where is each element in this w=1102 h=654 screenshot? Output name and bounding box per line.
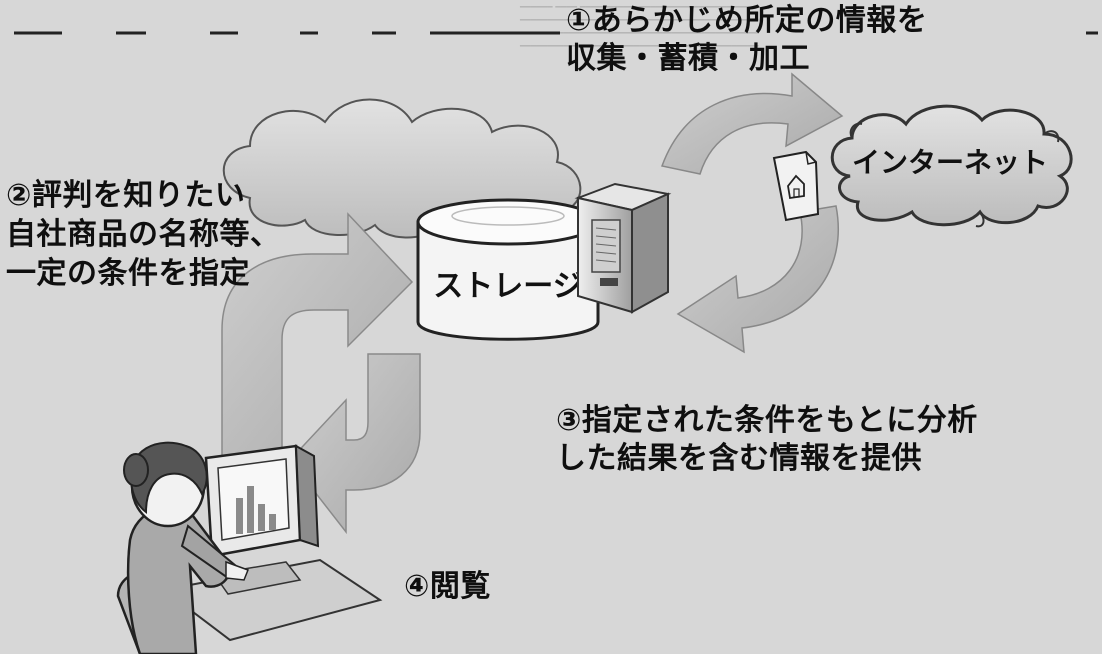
- internet-cloud: [830, 104, 1073, 228]
- screen-bar-chart: [236, 486, 276, 534]
- collect-loop-arrows: [660, 72, 844, 354]
- person-at-computer-icon: [116, 441, 383, 654]
- step3-line2: した結果を含む情報を提供: [556, 441, 922, 476]
- result-arrow: [289, 353, 421, 535]
- step2-label: ②評判を知りたい 自社商品の名称等、 一定の条件を指定: [6, 176, 281, 293]
- step2-line1: ②評判を知りたい: [6, 178, 246, 213]
- step3-line1: ③指定された条件をもとに分析: [556, 403, 978, 438]
- background-scan-text: ━━━━━━ ━━━━ ━━━━━━━━━━━━━━━━━━━━━━━━━━━━…: [520, 3, 759, 52]
- storage-label: ストレージ: [433, 269, 582, 304]
- internet-label: インターネット: [852, 146, 1048, 179]
- step4-label: ④閲覧: [404, 568, 491, 606]
- step1-line2: 収集・蓄積・加工: [566, 41, 810, 76]
- server-icon: [574, 182, 672, 314]
- step2-line2: 自社商品の名称等、: [6, 217, 281, 252]
- step4-text: ④閲覧: [404, 569, 491, 604]
- step1-label: ①あらかじめ所定の情報を 収集・蓄積・加工: [566, 2, 927, 78]
- web-page-icon: [772, 150, 820, 222]
- request-arrow: [221, 212, 414, 463]
- step3-label: ③指定された条件をもとに分析 した結果を含む情報を提供: [556, 402, 978, 478]
- step2-line3: 一定の条件を指定: [6, 256, 250, 291]
- step1-line1: ①あらかじめ所定の情報を: [566, 3, 928, 38]
- storage-cylinder: [416, 198, 600, 341]
